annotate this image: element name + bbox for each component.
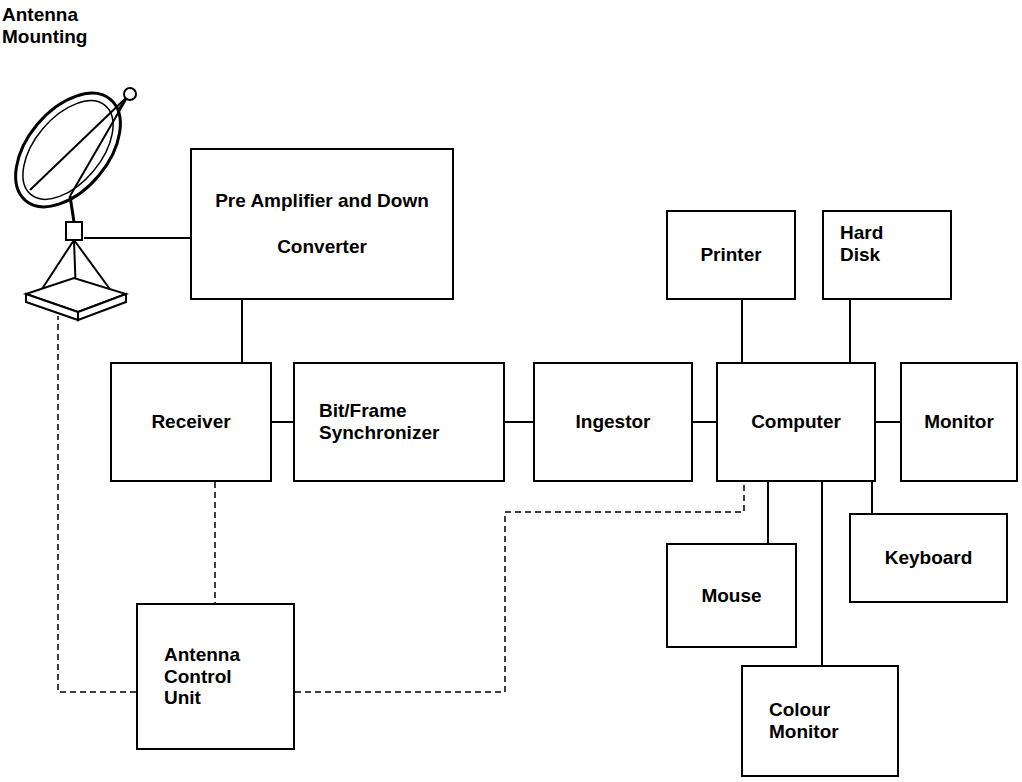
- signal-line: [693, 421, 716, 423]
- printer-box: Printer: [666, 210, 796, 300]
- node-label: Printer: [700, 244, 761, 266]
- signal-line: [241, 300, 243, 362]
- node-label: Mouse: [701, 585, 761, 607]
- receiver-box: Receiver: [110, 362, 272, 482]
- node-label: Colour Monitor: [769, 699, 859, 743]
- signal-line: [821, 482, 823, 665]
- antenna-tripod: [26, 222, 126, 320]
- node-label: Keyboard: [885, 547, 973, 569]
- computer-box: Computer: [716, 362, 876, 482]
- node-label: Antenna Control Unit: [164, 644, 254, 710]
- node-label: Receiver: [151, 411, 230, 433]
- node-label: Pre Amplifier and Down Converter: [207, 178, 437, 269]
- mouse-box: Mouse: [666, 543, 797, 648]
- antenna-dish: [0, 74, 141, 227]
- node-label: Antenna Mounting: [2, 4, 102, 48]
- signal-line: [767, 482, 769, 543]
- colour-monitor-box: Colour Monitor: [741, 665, 899, 777]
- signal-line: [849, 300, 851, 362]
- signal-line: [272, 421, 293, 423]
- node-label: Bit/Frame Synchronizer: [319, 400, 479, 444]
- signal-line: [741, 300, 743, 362]
- keyboard-box: Keyboard: [849, 513, 1008, 603]
- signal-line: [871, 482, 873, 513]
- antenna-mounting: Antenna Mounting: [0, 4, 140, 322]
- node-label: Hard Disk: [840, 222, 910, 266]
- control-unit-box: Antenna Control Unit: [136, 603, 295, 750]
- node-label: Computer: [751, 411, 841, 433]
- signal-line: [505, 421, 533, 423]
- control-line: [214, 482, 216, 603]
- monitor-box: Monitor: [900, 362, 1018, 482]
- hard-disk-box: Hard Disk: [822, 210, 952, 300]
- node-label: Monitor: [924, 411, 994, 433]
- converter-box: Pre Amplifier and Down Converter: [190, 148, 454, 300]
- node-label: Ingestor: [576, 411, 651, 433]
- signal-line: [84, 237, 190, 239]
- synchronizer-box: Bit/Frame Synchronizer: [293, 362, 505, 482]
- ingestor-box: Ingestor: [533, 362, 693, 482]
- signal-line: [876, 421, 900, 423]
